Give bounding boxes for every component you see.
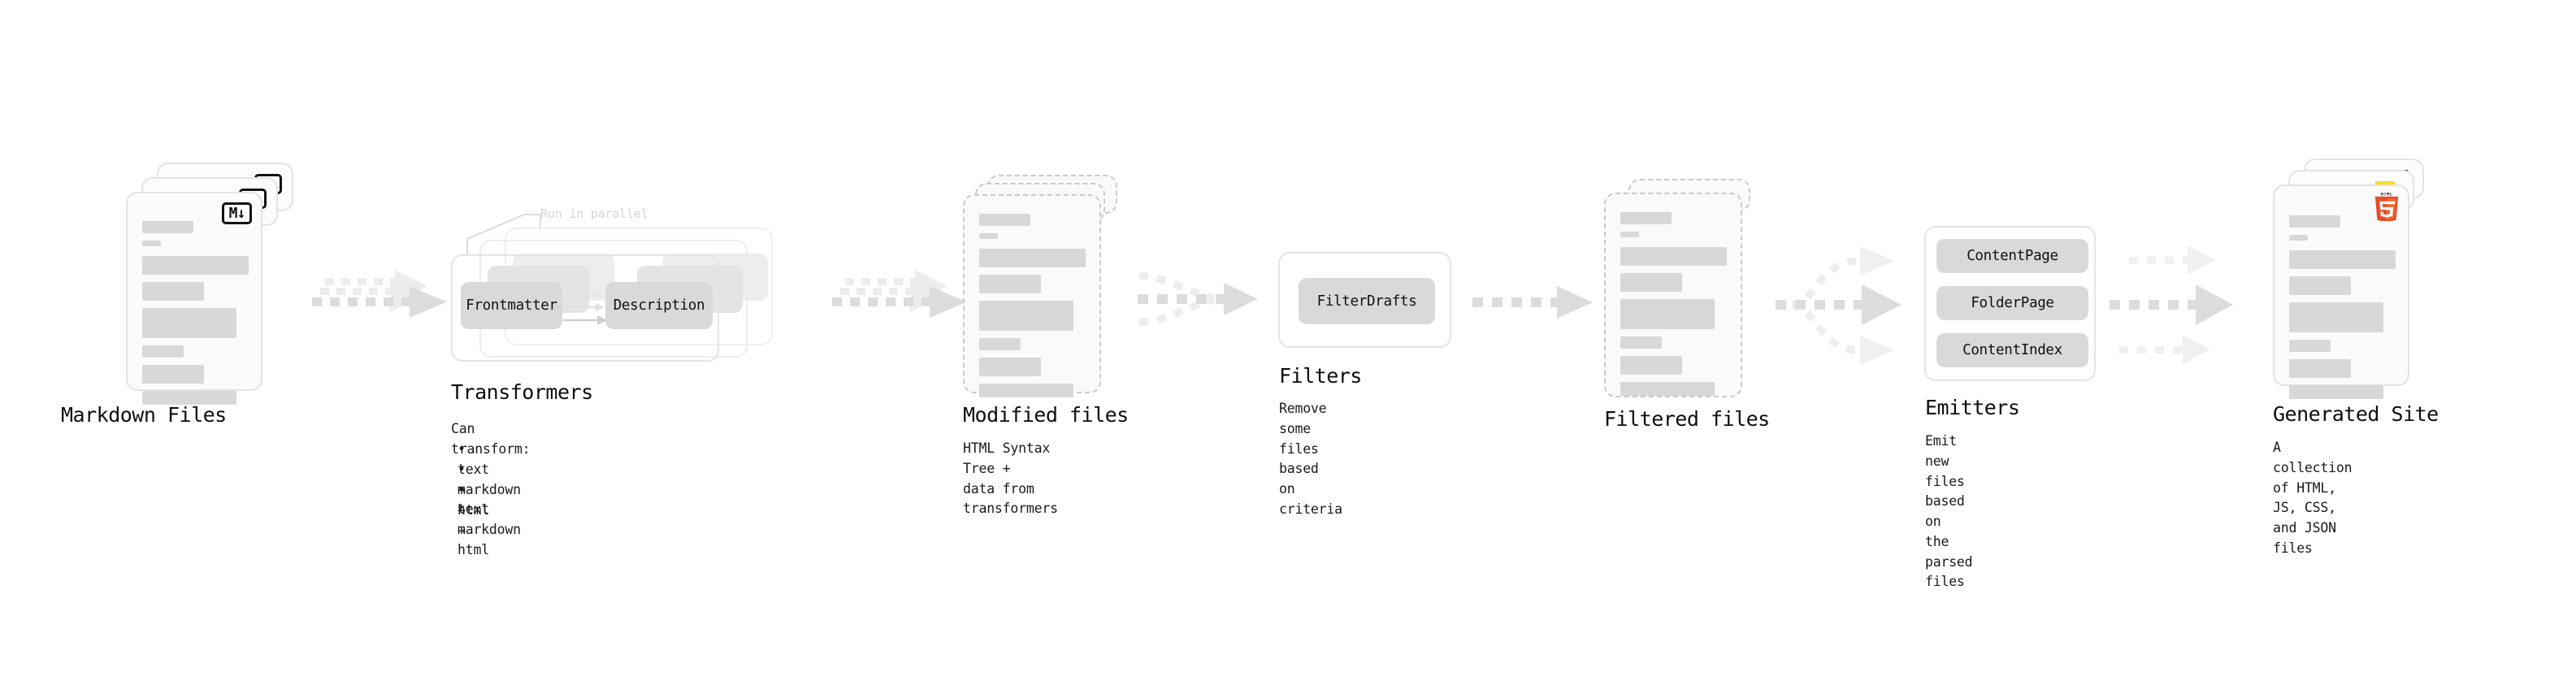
filters-subtitle: Remove some files based on criteria — [1279, 401, 1342, 517]
filtered-card — [1604, 193, 1742, 397]
filters-title: Filters — [1279, 364, 1362, 388]
skeleton-bar — [1620, 212, 1672, 224]
arrow-emitters-to-site — [2110, 245, 2233, 364]
skeleton-bar — [2289, 215, 2340, 228]
emitter-chip-contentpage[interactable]: ContentPage — [1936, 239, 2088, 273]
skeleton-bar — [2289, 250, 2396, 269]
modified-files-title: Modified files — [963, 403, 1129, 427]
skeleton-bar — [142, 365, 204, 384]
skeleton-bar — [1620, 299, 1715, 329]
emitter-chip-folderpage[interactable]: FolderPage — [1936, 286, 2088, 320]
svg-text:HTML: HTML — [2381, 193, 2393, 197]
transformers-bullet-1: • text → text — [458, 441, 489, 518]
filtered-card-skeleton — [1620, 212, 1727, 403]
emitters-title: Emitters — [1925, 396, 2020, 419]
transformer-chip-frontmatter[interactable]: Frontmatter — [461, 282, 562, 329]
filter-chip-filterdrafts[interactable]: FilterDrafts — [1299, 278, 1435, 324]
emitters-groupbox: ContentPage FolderPage ContentIndex — [1924, 226, 2096, 381]
generated-site-title: Generated Site — [2273, 402, 2439, 426]
skeleton-bar — [979, 384, 1073, 397]
transformers-title: Transformers — [451, 380, 593, 404]
skeleton-bar — [142, 345, 184, 358]
arrow-modified-to-filters — [1138, 272, 1258, 326]
modified-card-skeleton — [979, 214, 1086, 405]
skeleton-bar — [142, 256, 249, 275]
skeleton-bar — [1620, 232, 1639, 237]
transformers-bullet-2: • markdown → markdown — [458, 462, 521, 538]
html5-icon: HTML — [2374, 193, 2399, 221]
skeleton-bar — [142, 391, 236, 405]
site-card: HTML — [2273, 184, 2409, 399]
arrow-filtered-to-emitters — [1776, 246, 1902, 365]
arrow-filters-to-filtered — [1472, 286, 1593, 319]
filters-groupbox: FilterDrafts — [1278, 252, 1451, 348]
skeleton-bar — [979, 358, 1041, 376]
skeleton-bar — [979, 275, 1041, 293]
markdown-badge: M↓ — [222, 202, 252, 224]
arrow-transformers-to-modified — [832, 270, 967, 318]
skeleton-bar — [1620, 382, 1715, 396]
skeleton-bar — [142, 282, 204, 301]
site-card-skeleton — [2289, 215, 2396, 406]
skeleton-bar — [1620, 336, 1662, 349]
skeleton-bar — [142, 241, 161, 246]
emitter-chip-contentindex[interactable]: ContentIndex — [1936, 333, 2088, 367]
modified-card — [963, 194, 1101, 397]
skeleton-bar — [2289, 340, 2331, 352]
transformer-chip-description[interactable]: Description — [605, 282, 713, 329]
skeleton-bar — [979, 249, 1086, 267]
skeleton-bar — [142, 308, 236, 338]
markdown-card: M↓ — [126, 192, 262, 405]
modified-files-subtitle: HTML Syntax Tree + data from transformer… — [963, 440, 1058, 517]
markdown-badge-text: M↓ — [228, 204, 246, 222]
skeleton-bar — [2289, 276, 2351, 295]
markdown-files-title: Markdown Files — [61, 403, 227, 427]
skeleton-bar — [2289, 385, 2383, 399]
skeleton-bar — [979, 338, 1021, 350]
skeleton-bar — [142, 221, 193, 233]
run-in-parallel-bracket — [466, 214, 541, 255]
transformers-subtitle-heading: Can transform: — [451, 421, 531, 457]
transformers-groupbox: Frontmatter Description — [451, 254, 719, 362]
generated-site-subtitle: A collection of HTML, JS, CSS, and JSON … — [2273, 440, 2353, 556]
skeleton-bar — [979, 301, 1073, 331]
run-in-parallel-label: Run in parallel — [540, 206, 648, 221]
skeleton-bar — [979, 233, 998, 239]
filtered-files-title: Filtered files — [1604, 407, 1770, 431]
markdown-card-skeleton — [142, 221, 249, 412]
skeleton-bar — [1620, 247, 1727, 266]
skeleton-bar — [2289, 359, 2351, 378]
transformers-bullet-3: • html → html — [458, 482, 489, 558]
skeleton-bar — [2289, 235, 2308, 241]
skeleton-bar — [2289, 302, 2383, 332]
emitters-subtitle: Emit new files based on the parsed files — [1925, 433, 1973, 590]
transformer-inner-arrows — [563, 291, 607, 325]
skeleton-bar — [1620, 273, 1682, 292]
skeleton-bar — [979, 214, 1030, 226]
skeleton-bar — [1620, 356, 1682, 375]
arrow-markdown-to-transformers — [312, 270, 447, 318]
